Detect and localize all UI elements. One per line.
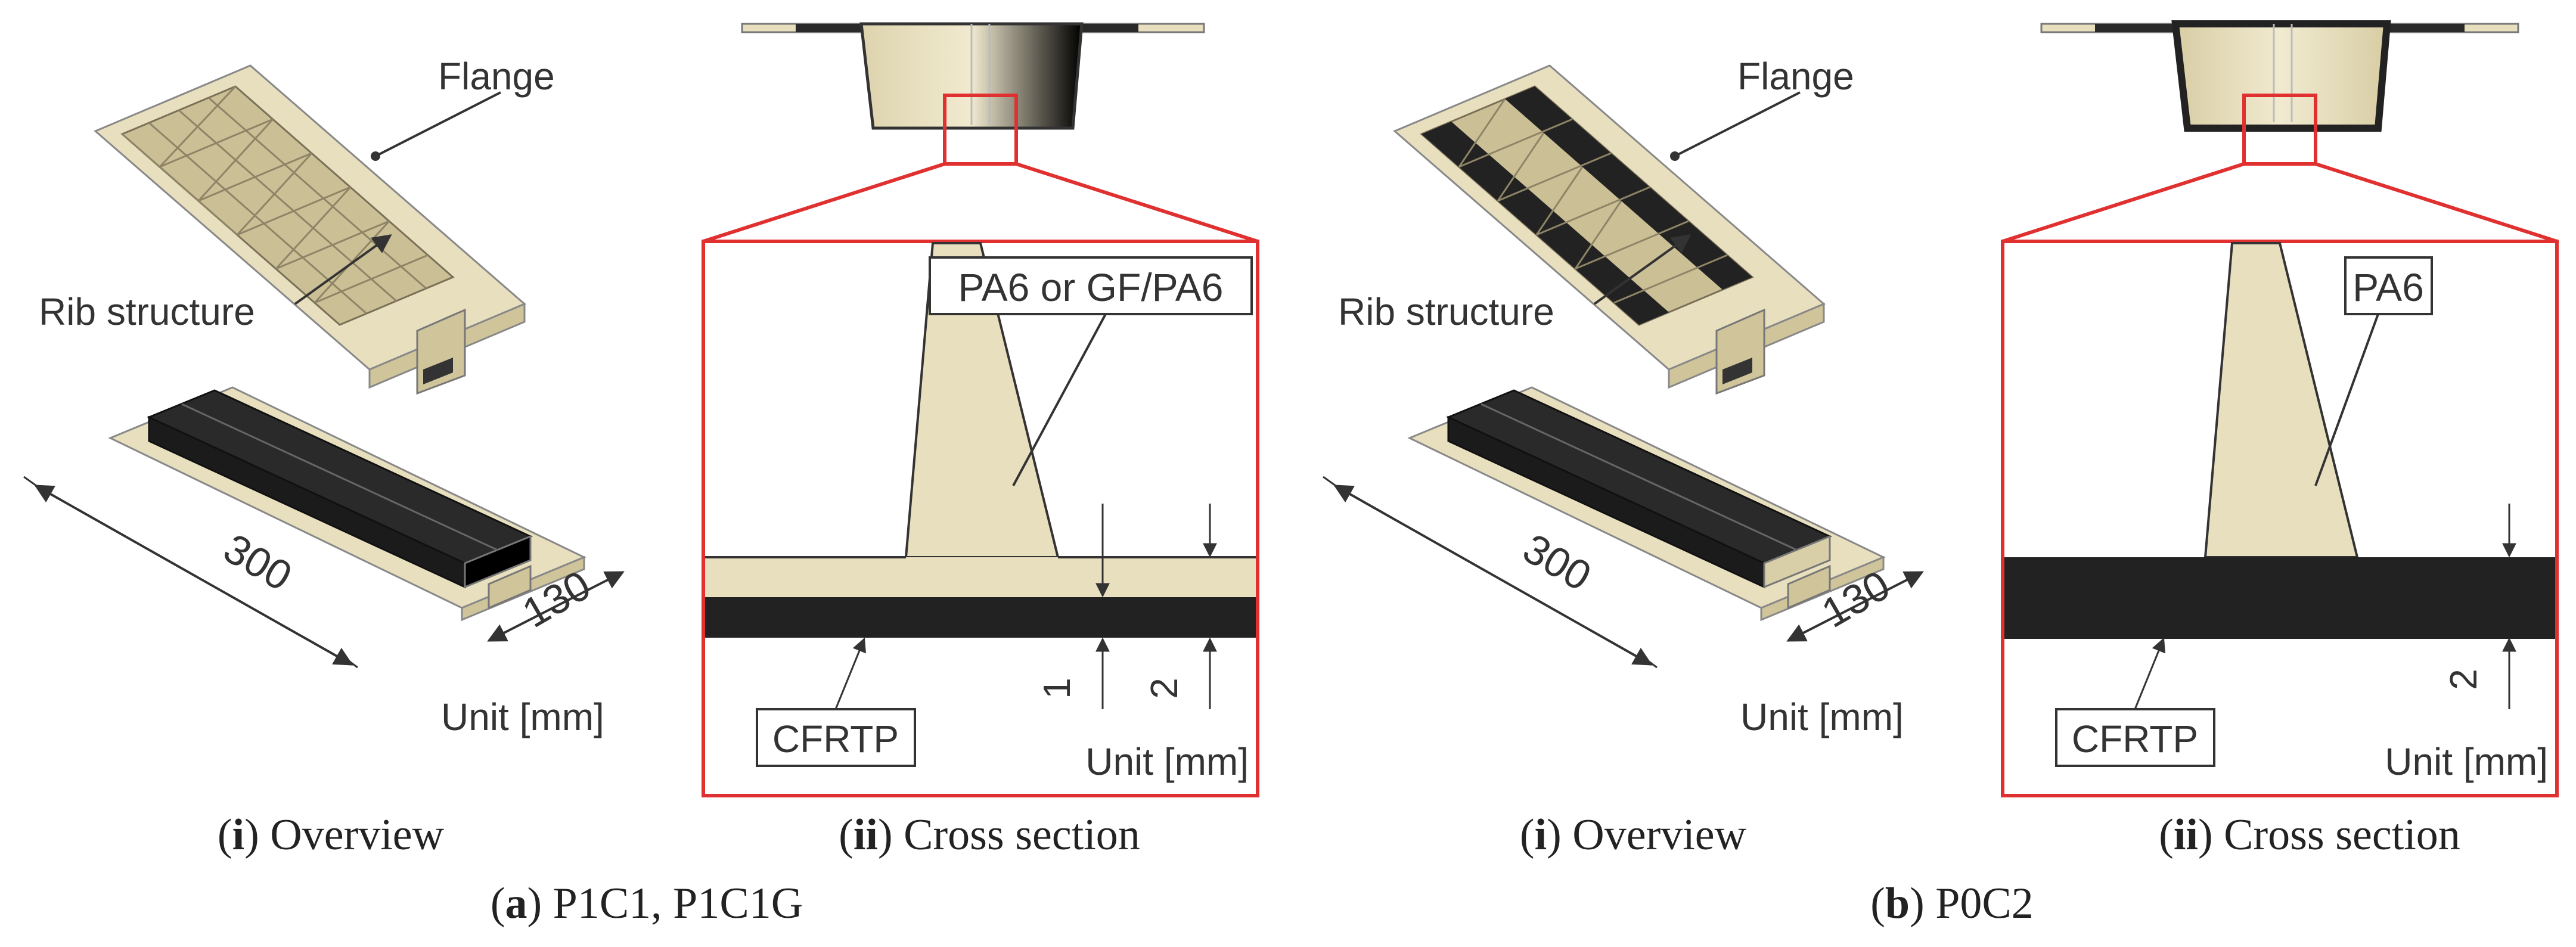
b-rib-leader [1593, 234, 1692, 305]
a-rib-leader [294, 234, 392, 305]
a-overview-unit: Unit [mm] [441, 695, 604, 738]
a-dim-1-label: 1 [1035, 678, 1078, 699]
a-skin-label: CFRTP [772, 718, 899, 760]
b-zoom-line-left [2002, 162, 2245, 243]
b-panel-caption: (b) P0C2 [1870, 879, 2033, 928]
a-dim-300-label: 300 [216, 524, 300, 600]
a-hat-profile [741, 22, 1205, 130]
a-dim-2: 2 [1143, 504, 1217, 709]
a-dim-2-label: 2 [1143, 678, 1185, 699]
panel-b: Flange Rib structure 300 130 Unit [mm] [1323, 20, 2559, 928]
b-section-unit: Unit [mm] [2385, 740, 2548, 783]
a-material-label: PA6 or GF/PA6 [958, 265, 1223, 309]
b-skin-leader [2134, 637, 2165, 710]
a-section-unit: Unit [mm] [1085, 740, 1249, 783]
b-flange-label: Flange [1737, 55, 1854, 98]
b-hat-profile [2040, 20, 2519, 132]
b-flange-leader [1674, 91, 1801, 157]
a-flange-leader-dot [371, 151, 380, 161]
a-flange-leader [375, 91, 501, 157]
b-overview-top-part [1393, 64, 1826, 395]
a-panel-caption: (a) P1C1, P1C1G [491, 879, 803, 928]
b-dim-2-label: 2 [2442, 669, 2485, 690]
b-overview-bottom-part [1407, 386, 1886, 622]
b-rib-label: Rib structure [1338, 290, 1554, 333]
b-skin-label: CFRTP [2072, 718, 2198, 760]
a-dim-1: 1 [1035, 504, 1110, 709]
b-zoom-line-right [2315, 162, 2558, 243]
b-zoom-box [2242, 94, 2317, 166]
a-material-label-box [929, 256, 1253, 315]
a-sub-ii-caption: (ii) Cross section [839, 811, 1140, 859]
b-material-leader [2314, 313, 2379, 486]
b-material-label-box [2344, 256, 2433, 315]
b-dim-300-label: 300 [1516, 524, 1599, 600]
panel-a: Flange Rib structure 300 130 Unit [mm] [23, 22, 1259, 928]
b-material-label: PA6 [2352, 265, 2424, 309]
a-zoom-box [943, 94, 1018, 166]
a-flange-label: Flange [438, 55, 555, 98]
a-sub-i-caption: (i) Overview [218, 811, 445, 859]
a-zoom-line-right [1016, 162, 1258, 243]
a-rib-label: Rib structure [39, 290, 255, 333]
a-skin-leader [834, 637, 866, 710]
b-sub-ii-caption: (ii) Cross section [2159, 811, 2460, 859]
b-dim-2: 2 [2442, 504, 2516, 709]
a-zoom-line-left [703, 162, 945, 243]
a-material-leader [1012, 313, 1107, 486]
b-overview-unit: Unit [mm] [1740, 695, 1904, 738]
a-overview-top-part [94, 64, 526, 395]
a-overview-bottom-part [108, 386, 586, 622]
b-flange-leader-dot [1670, 151, 1680, 161]
a-cross-section-frame [702, 240, 1259, 797]
b-sub-i-caption: (i) Overview [1520, 811, 1747, 859]
